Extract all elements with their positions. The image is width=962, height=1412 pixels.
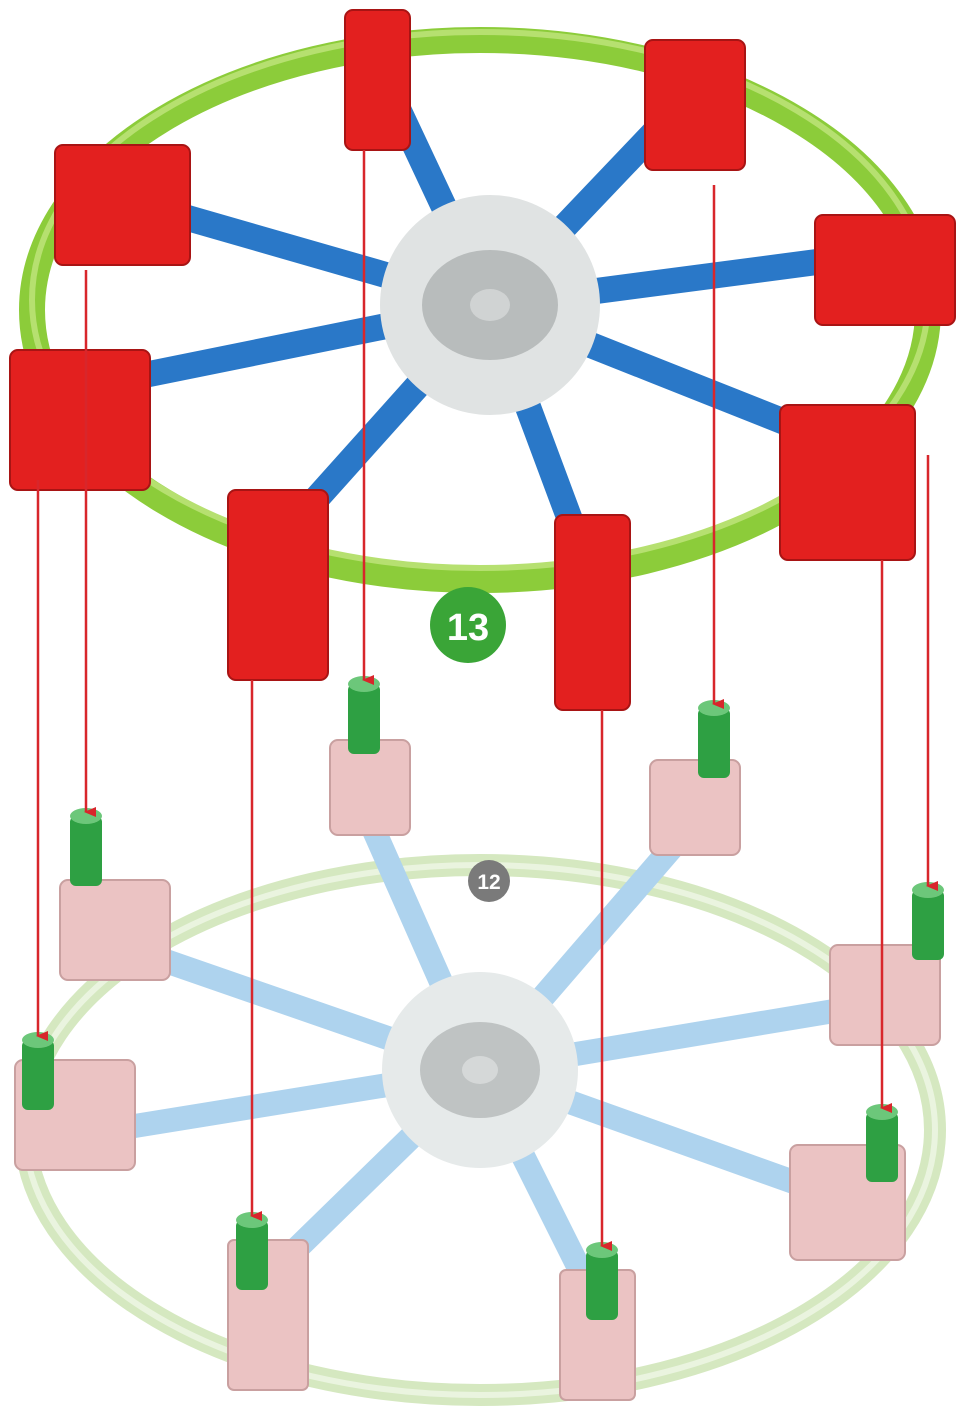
connector-icon — [9, 349, 151, 491]
step-badge-current: 13 — [430, 587, 506, 663]
connector-icon — [54, 144, 191, 266]
upper-hub — [380, 195, 600, 415]
connector-icon — [814, 214, 956, 326]
peg-icon — [236, 1212, 268, 1290]
peg-icon — [912, 882, 944, 960]
lower-assembly — [14, 676, 946, 1406]
peg-icon — [70, 808, 102, 886]
connector-icon — [554, 514, 631, 711]
step-badge-previous: 12 — [468, 860, 510, 902]
lower-connectors — [14, 739, 941, 1401]
peg-icon — [348, 676, 380, 754]
connector-icon — [779, 404, 916, 561]
red-connectors — [9, 9, 956, 711]
peg-icon — [586, 1242, 618, 1320]
connector-icon — [344, 9, 411, 151]
connector-icon — [649, 759, 741, 856]
connector-icon — [59, 879, 171, 981]
step-number-current: 13 — [447, 607, 489, 649]
upper-assembly — [9, 9, 956, 711]
connector-icon — [829, 944, 941, 1046]
step-number-previous: 12 — [477, 871, 500, 894]
lower-hub — [382, 972, 578, 1168]
connector-icon — [644, 39, 746, 171]
connector-icon — [329, 739, 411, 836]
peg-icon — [698, 700, 730, 778]
peg-icon — [22, 1032, 54, 1110]
alignment-arrows — [36, 150, 938, 1251]
connector-icon — [227, 489, 329, 681]
peg-icon — [866, 1104, 898, 1182]
